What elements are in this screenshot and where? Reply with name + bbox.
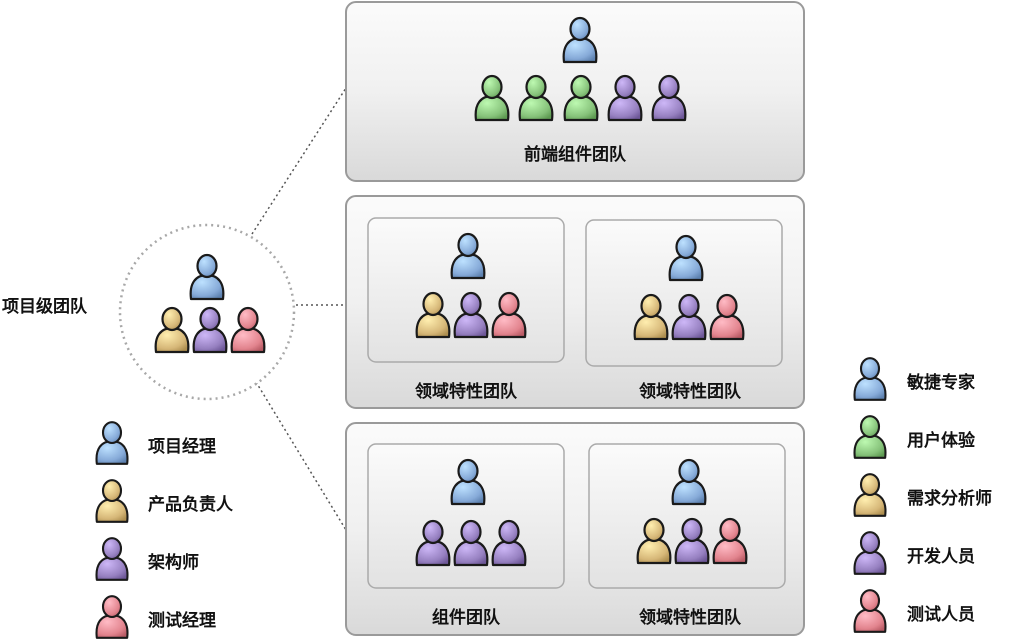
legend-label: 开发人员 — [907, 547, 975, 567]
tester-person-icon — [711, 517, 749, 565]
legend-item: 需求分析师 — [852, 472, 1011, 518]
agile-expert-person-icon — [670, 458, 708, 506]
developer-icon — [852, 530, 888, 576]
project-manager-person-icon — [188, 253, 226, 301]
developer-person-icon — [650, 74, 688, 122]
analyst-person-icon — [414, 291, 452, 339]
product-owner-icon — [94, 478, 130, 524]
developer-person-icon — [606, 74, 644, 122]
ux-person-icon — [473, 74, 511, 122]
legend-label: 项目经理 — [148, 437, 216, 457]
legend-item: 项目经理 — [94, 420, 258, 466]
domain-b-team-label: 领域特性团队 — [639, 382, 741, 402]
legend-item: 产品负责人 — [94, 478, 258, 524]
agile-expert-person-icon — [449, 458, 487, 506]
frontend-team-label: 前端组件团队 — [524, 145, 626, 165]
product-owner-person-icon — [153, 306, 191, 354]
test-manager-icon — [94, 594, 130, 640]
test-manager-person-icon — [229, 306, 267, 354]
analyst-person-icon — [635, 517, 673, 565]
developer-person-icon — [452, 519, 490, 567]
legend-item: 开发人员 — [852, 530, 1011, 576]
tester-person-icon — [708, 293, 746, 341]
developer-person-icon — [673, 517, 711, 565]
domain-a-team-label: 领域特性团队 — [415, 382, 517, 402]
architect-person-icon — [191, 306, 229, 354]
ux-person-icon — [517, 74, 555, 122]
analyst-icon — [852, 472, 888, 518]
legend-item: 架构师 — [94, 536, 258, 582]
legend-label: 架构师 — [148, 553, 199, 573]
tester-icon — [852, 588, 888, 634]
legend-item: 敏捷专家 — [852, 356, 1011, 402]
ux-icon — [852, 414, 888, 460]
domain-c-team-label: 领域特性团队 — [639, 608, 741, 628]
agile-expert-icon — [852, 356, 888, 402]
developer-person-icon — [670, 293, 708, 341]
analyst-person-icon — [632, 293, 670, 341]
developer-person-icon — [490, 519, 528, 567]
legend-label: 用户体验 — [907, 431, 975, 451]
agile-expert-person-icon — [449, 232, 487, 280]
agile-expert-person-icon — [667, 234, 705, 282]
developer-person-icon — [452, 291, 490, 339]
agile-expert-person-icon — [561, 16, 599, 64]
legend-label: 敏捷专家 — [907, 373, 975, 393]
developer-person-icon — [414, 519, 452, 567]
project-team-label: 项目级团队 — [2, 297, 87, 317]
architect-icon — [94, 536, 130, 582]
legend-item: 测试人员 — [852, 588, 1011, 634]
legend-item: 测试经理 — [94, 594, 258, 640]
legend-label: 需求分析师 — [907, 489, 992, 509]
legend-label: 测试经理 — [148, 611, 216, 631]
legend-label: 产品负责人 — [148, 495, 233, 515]
project-manager-icon — [94, 420, 130, 466]
ux-person-icon — [562, 74, 600, 122]
connector-component — [255, 381, 347, 531]
legend-label: 测试人员 — [907, 605, 975, 625]
tester-person-icon — [490, 291, 528, 339]
component-team-label: 组件团队 — [432, 608, 500, 628]
connector-frontend — [251, 87, 347, 235]
legend-item: 用户体验 — [852, 414, 1011, 460]
